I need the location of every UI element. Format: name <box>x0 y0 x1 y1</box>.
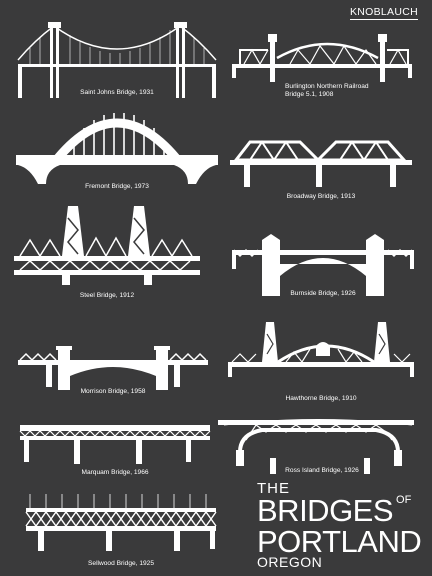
label-burnside: Burnside Bridge, 1926 <box>290 290 356 297</box>
label-broadway: Broadway Bridge, 1913 <box>286 193 356 200</box>
sellwood-bridge-drawing <box>25 494 217 551</box>
brand-logo: KNOBLAUCH <box>349 6 418 20</box>
morrison-bridge-drawing <box>18 346 208 390</box>
saint-johns-bridge-drawing <box>17 22 217 98</box>
title-bridges: BRIDGES <box>257 493 394 528</box>
label-marquam: Marquam Bridge, 1966 <box>81 469 149 476</box>
title-the: THE <box>257 480 290 497</box>
fremont-bridge-drawing <box>16 113 218 184</box>
label-fremont: Fremont Bridge, 1973 <box>85 183 149 190</box>
burlington-northern-bridge-drawing <box>232 34 412 82</box>
broadway-bridge-drawing <box>230 140 412 187</box>
burnside-bridge-drawing <box>232 234 414 296</box>
marquam-bridge-drawing <box>19 425 211 464</box>
label-ross-island: Ross Island Bridge, 1926 <box>285 467 359 474</box>
label-morrison: Morrison Bridge, 1958 <box>80 388 146 395</box>
label-saint-johns: Saint Johns Bridge, 1931 <box>80 89 154 96</box>
label-steel: Steel Bridge, 1912 <box>79 292 135 299</box>
label-burlington-line1: Burlington Northern Railroad <box>285 83 369 90</box>
ross-island-bridge-drawing <box>218 419 414 474</box>
label-hawthorne: Hawthorne Bridge, 1910 <box>285 395 357 402</box>
title-of: OF <box>396 494 412 506</box>
title-oregon: OREGON <box>257 554 323 570</box>
label-burlington-line2: Bridge 5.1, 1908 <box>285 91 334 98</box>
hawthorne-bridge-drawing <box>228 322 414 377</box>
label-sellwood: Sellwood Bridge, 1925 <box>88 560 154 567</box>
title-portland: PORTLAND <box>257 524 422 559</box>
steel-bridge-drawing <box>14 206 200 285</box>
